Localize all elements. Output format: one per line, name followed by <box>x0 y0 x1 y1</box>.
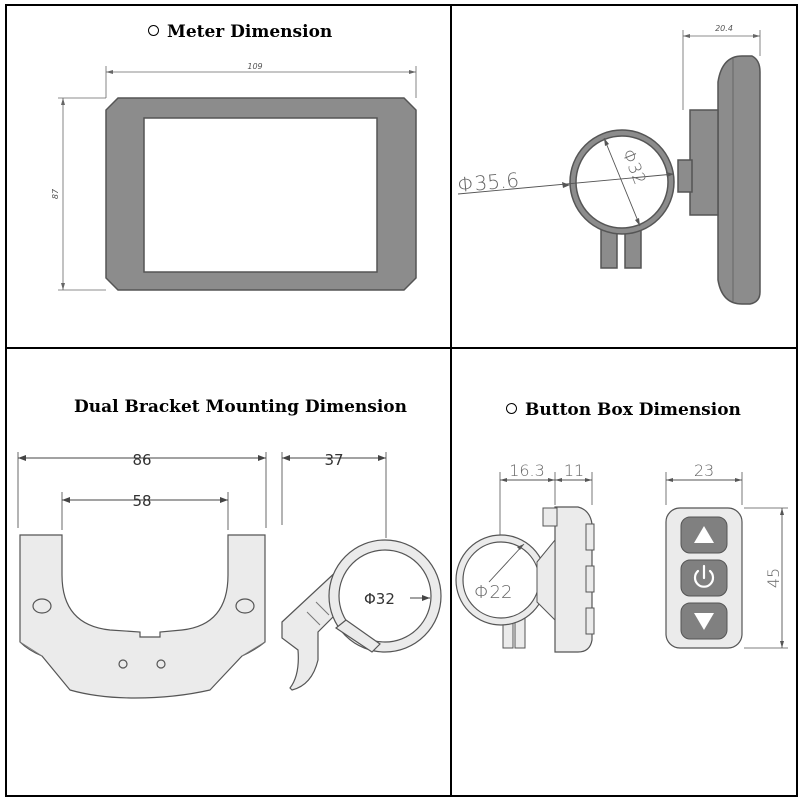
button-box-side-view: 16.3 11 Φ22 <box>455 461 595 653</box>
power-icon <box>693 564 715 588</box>
bracket-body <box>19 534 266 699</box>
down-arrow-icon <box>694 613 714 630</box>
bracket-front-view: 86 58 <box>17 451 267 699</box>
meter-title-text: Meter Dimension <box>167 22 333 42</box>
bracket-inner-width-label: 58 <box>132 492 151 510</box>
button-box-dimension-title: Button Box Dimension <box>506 400 741 420</box>
button-box-title-text: Button Box Dimension <box>525 400 741 420</box>
meter-side-view: 20.4 Φ35.6 Φ32 <box>456 24 761 305</box>
meter-screen <box>143 117 378 273</box>
frame-top <box>5 4 798 6</box>
bracket-title-text: Dual Bracket Mounting Dimension <box>74 397 407 417</box>
button-box-depth-a-label: 16.3 <box>509 461 545 480</box>
meter-front-view: 109 87 <box>51 62 417 291</box>
bracket-outer-width-label: 86 <box>132 451 151 469</box>
meter-mount-block <box>689 109 719 216</box>
meter-height-label: 87 <box>51 188 60 199</box>
bullet-circle-icon <box>506 403 517 414</box>
button-box-side-body <box>554 506 593 653</box>
bracket-clamp-dia-label: Φ32 <box>364 590 395 608</box>
bracket-dimension-title: Dual Bracket Mounting Dimension <box>74 397 407 417</box>
frame-left <box>5 4 7 797</box>
side-outer-dia-label: Φ35.6 <box>456 168 520 197</box>
meter-side-body <box>717 55 761 305</box>
button-box-clamp-dia-label: Φ22 <box>474 582 512 603</box>
frame-horizontal-divider <box>5 347 798 349</box>
button-box-depth-b-label: 11 <box>564 461 584 480</box>
meter-width-label: 109 <box>247 62 262 71</box>
down-button[interactable] <box>680 602 728 640</box>
bracket-depth-label: 37 <box>324 451 343 469</box>
frame-bottom <box>5 795 798 797</box>
frame-vertical-divider <box>450 4 452 797</box>
button-box-width-label: 23 <box>694 461 714 480</box>
meter-dimension-title: Meter Dimension <box>148 22 332 42</box>
button-box-front-view: 23 45 <box>665 461 788 649</box>
bullet-circle-icon <box>148 25 159 36</box>
up-button[interactable] <box>680 516 728 554</box>
button-box-height-label: 45 <box>764 568 783 588</box>
up-arrow-icon <box>694 526 714 543</box>
frame-right <box>796 4 798 797</box>
power-button[interactable] <box>680 559 728 597</box>
side-depth-label: 20.4 <box>715 24 733 33</box>
bracket-side-view: 37 Φ32 <box>281 451 442 691</box>
